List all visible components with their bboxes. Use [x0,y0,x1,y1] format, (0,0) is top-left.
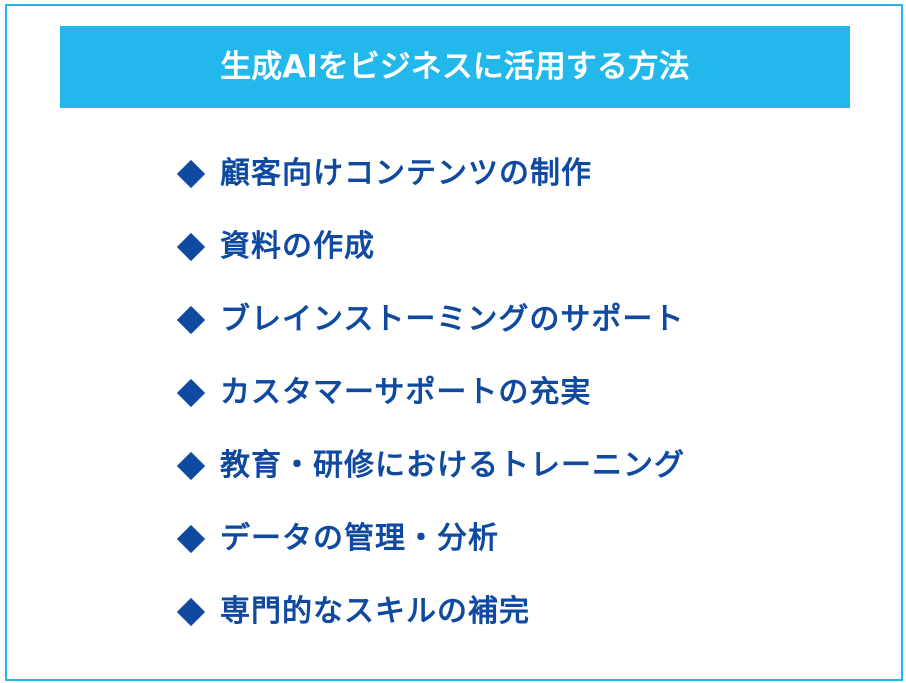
list-item: ブレインストーミングのサポート [176,298,685,342]
page-title: 生成AIをビジネスに活用する方法 [220,48,690,85]
list-item-label: データの管理・分析 [220,521,499,556]
diamond-icon [179,601,202,624]
list-item-label: 資料の作成 [220,229,375,264]
list-item-label: 専門的なスキルの補完 [220,594,530,629]
list-item-label: 顧客向けコンテンツの制作 [220,156,592,191]
list-item: データの管理・分析 [176,517,685,561]
list-item-label: カスタマーサポートの充実 [220,375,592,410]
diamond-icon [179,236,202,259]
methods-list: 顧客向けコンテンツの制作 資料の作成 ブレインストーミングのサポート カスタマー… [176,152,685,663]
title-banner: 生成AIをビジネスに活用する方法 [60,26,850,108]
list-item: 教育・研修におけるトレーニング [176,444,685,488]
list-item-label: ブレインストーミングのサポート [220,302,685,337]
diamond-icon [179,382,202,405]
list-item: 資料の作成 [176,225,685,269]
list-item: 専門的なスキルの補完 [176,590,685,634]
diamond-icon [179,455,202,478]
outer-frame [5,4,903,681]
list-item-label: 教育・研修におけるトレーニング [220,448,685,483]
list-item: 顧客向けコンテンツの制作 [176,152,685,196]
diamond-icon [179,528,202,551]
list-item: カスタマーサポートの充実 [176,371,685,415]
diamond-icon [179,309,202,332]
diamond-icon [179,163,202,186]
